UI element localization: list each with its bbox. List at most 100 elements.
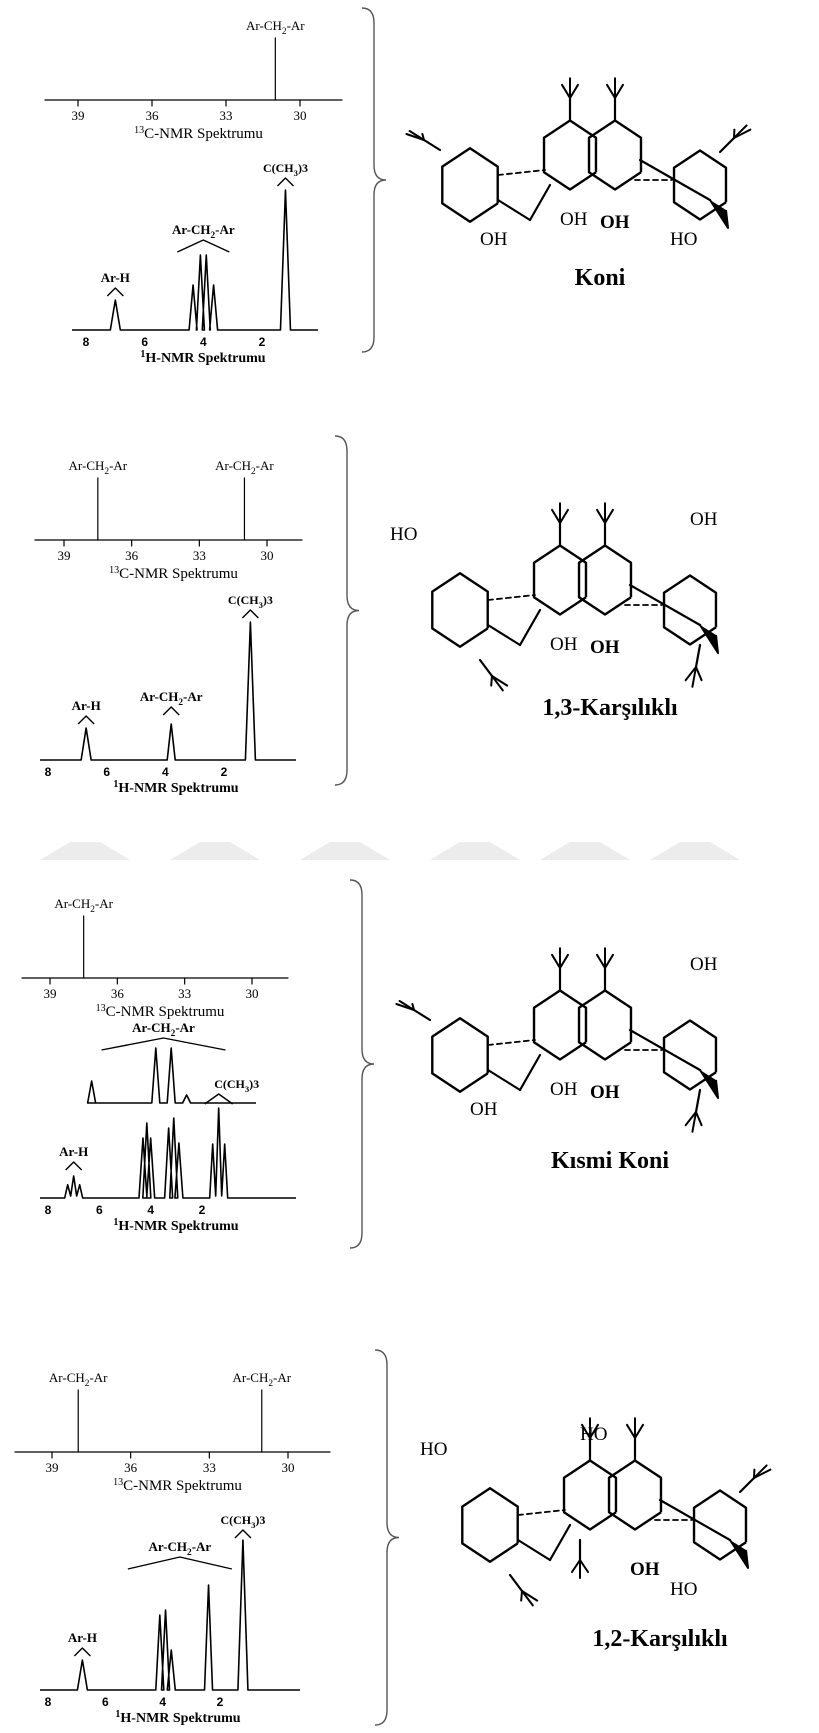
label-text: Ar-CH xyxy=(232,1370,268,1385)
h1-tick-label: 4 xyxy=(159,1695,166,1709)
tbu-label: C(CH3)3 xyxy=(228,593,273,610)
methylene-bridge xyxy=(518,1053,542,1092)
hydroxyl-label: HO xyxy=(420,1439,447,1460)
ch2-label: Ar-CH2-Ar xyxy=(149,1539,212,1558)
c13-tick-label: 33 xyxy=(193,548,206,563)
methylene-bridge xyxy=(486,623,522,647)
tbutyl-bond xyxy=(606,83,616,99)
arh-label: Ar-H xyxy=(68,1630,97,1645)
tbu-caret xyxy=(276,177,294,187)
watermark-shape xyxy=(540,842,630,860)
wedge-bond xyxy=(709,199,729,229)
tbutyl-bond xyxy=(604,953,614,969)
hydroxyl-label: OH xyxy=(690,954,718,975)
methylene-bridge xyxy=(528,183,552,222)
arh-label: Ar-H xyxy=(101,270,130,285)
c13-title: 13C-NMR Spektrumu xyxy=(134,125,263,142)
label-tail: )3 xyxy=(298,161,308,175)
ch2-label: Ar-CH2-Ar xyxy=(132,1020,195,1039)
h1-title-text: H-NMR Spektrumu xyxy=(118,1219,238,1234)
h1-title: 1H-NMR Spektrumu xyxy=(113,1217,238,1234)
label-text: Ar-CH xyxy=(132,1020,171,1035)
watermark-band xyxy=(40,842,740,860)
label-subscript: 2 xyxy=(282,27,287,37)
label-tail: -Ar xyxy=(192,1539,212,1554)
label-subscript: 2 xyxy=(178,698,183,708)
h1-tick-label: 6 xyxy=(141,335,148,349)
methylene-bridge xyxy=(518,608,542,647)
methylene-bridge xyxy=(628,1028,702,1072)
arh-caret xyxy=(65,1161,83,1171)
benzene-ring-right xyxy=(672,149,728,221)
label-tail: -Ar xyxy=(273,1370,292,1385)
label-tail: -Ar xyxy=(256,458,275,473)
tbutyl-bond xyxy=(733,124,748,139)
benzene-ring-center-1 xyxy=(542,119,598,191)
benzene-ring-right xyxy=(662,574,718,646)
label-subscript: 2 xyxy=(211,231,216,241)
c13-title-sup: 13 xyxy=(109,565,119,576)
methylene-bridge xyxy=(548,1523,572,1562)
c13-tick-label: 33 xyxy=(220,108,233,123)
benzene-ring-left xyxy=(431,1016,489,1094)
c13-tick-label: 36 xyxy=(124,1460,138,1475)
tbu-label: C(CH3)3 xyxy=(263,161,308,178)
c13-title-text: C-NMR Spektrumu xyxy=(144,126,263,142)
tbutyl-bond xyxy=(694,1088,702,1114)
h1-trace xyxy=(40,1539,300,1691)
c13-tick-label: 39 xyxy=(46,1460,59,1475)
label-tail: -Ar xyxy=(215,222,235,237)
label-subscript: 3 xyxy=(259,600,264,610)
c13-peak-label: Ar-CH2-Ar xyxy=(69,458,128,477)
tbutyl-bond xyxy=(753,1464,768,1479)
h1-tick-label: 4 xyxy=(162,765,169,779)
tbutyl-bond xyxy=(589,1423,599,1439)
c13-tick-label: 33 xyxy=(203,1460,216,1475)
benzene-ring-left xyxy=(431,571,489,649)
tbu-caret xyxy=(241,609,259,619)
tbutyl-bond xyxy=(604,508,614,524)
watermark-shape xyxy=(300,842,390,860)
label-text: Ar-H xyxy=(68,1630,97,1645)
tbu-label: C(CH3)3 xyxy=(220,1513,265,1530)
ch2-caret xyxy=(162,706,180,716)
h1-tick-label: 6 xyxy=(103,765,110,779)
tbutyl-bond xyxy=(491,675,504,692)
tbutyl-bond xyxy=(559,508,569,524)
tbutyl-bond xyxy=(551,508,561,524)
label-subscript: 2 xyxy=(104,467,109,477)
tbutyl-bond xyxy=(412,1008,432,1022)
hydroxyl-label: HO xyxy=(390,524,417,545)
conformation-name: 1,3-Karşılıklı xyxy=(542,695,678,721)
c13-title-text: C-NMR Spektrumu xyxy=(119,566,238,582)
hydroxyl-label: OH xyxy=(690,509,718,530)
tbutyl-bond xyxy=(422,138,442,152)
benzene-ring-center-2 xyxy=(607,1459,663,1531)
conformation-name: 1,2-Karşılıklı xyxy=(592,1626,728,1652)
c13-tick-label: 36 xyxy=(111,986,125,1001)
tbutyl-bond xyxy=(596,508,606,524)
curly-brace xyxy=(361,7,387,353)
arh-caret xyxy=(77,715,95,725)
h1-title-sup: 1 xyxy=(113,1217,118,1228)
label-text: C(CH xyxy=(220,1513,251,1527)
h1-title-sup: 1 xyxy=(140,349,145,360)
tbutyl-bond xyxy=(695,666,703,682)
hydroxyl-label: OH xyxy=(560,209,588,230)
tbutyl-bond xyxy=(581,1423,591,1439)
curly-brace xyxy=(334,435,360,786)
benzene-ring-center-1 xyxy=(562,1459,618,1531)
c13-title: 13C-NMR Spektrumu xyxy=(96,1003,225,1020)
c13-tick-label: 36 xyxy=(146,108,160,123)
tbutyl-bond xyxy=(559,953,569,969)
label-text: Ar-H xyxy=(101,270,130,285)
label-subscript: 3 xyxy=(245,1084,250,1094)
hydroxyl-label: OH xyxy=(480,229,508,250)
